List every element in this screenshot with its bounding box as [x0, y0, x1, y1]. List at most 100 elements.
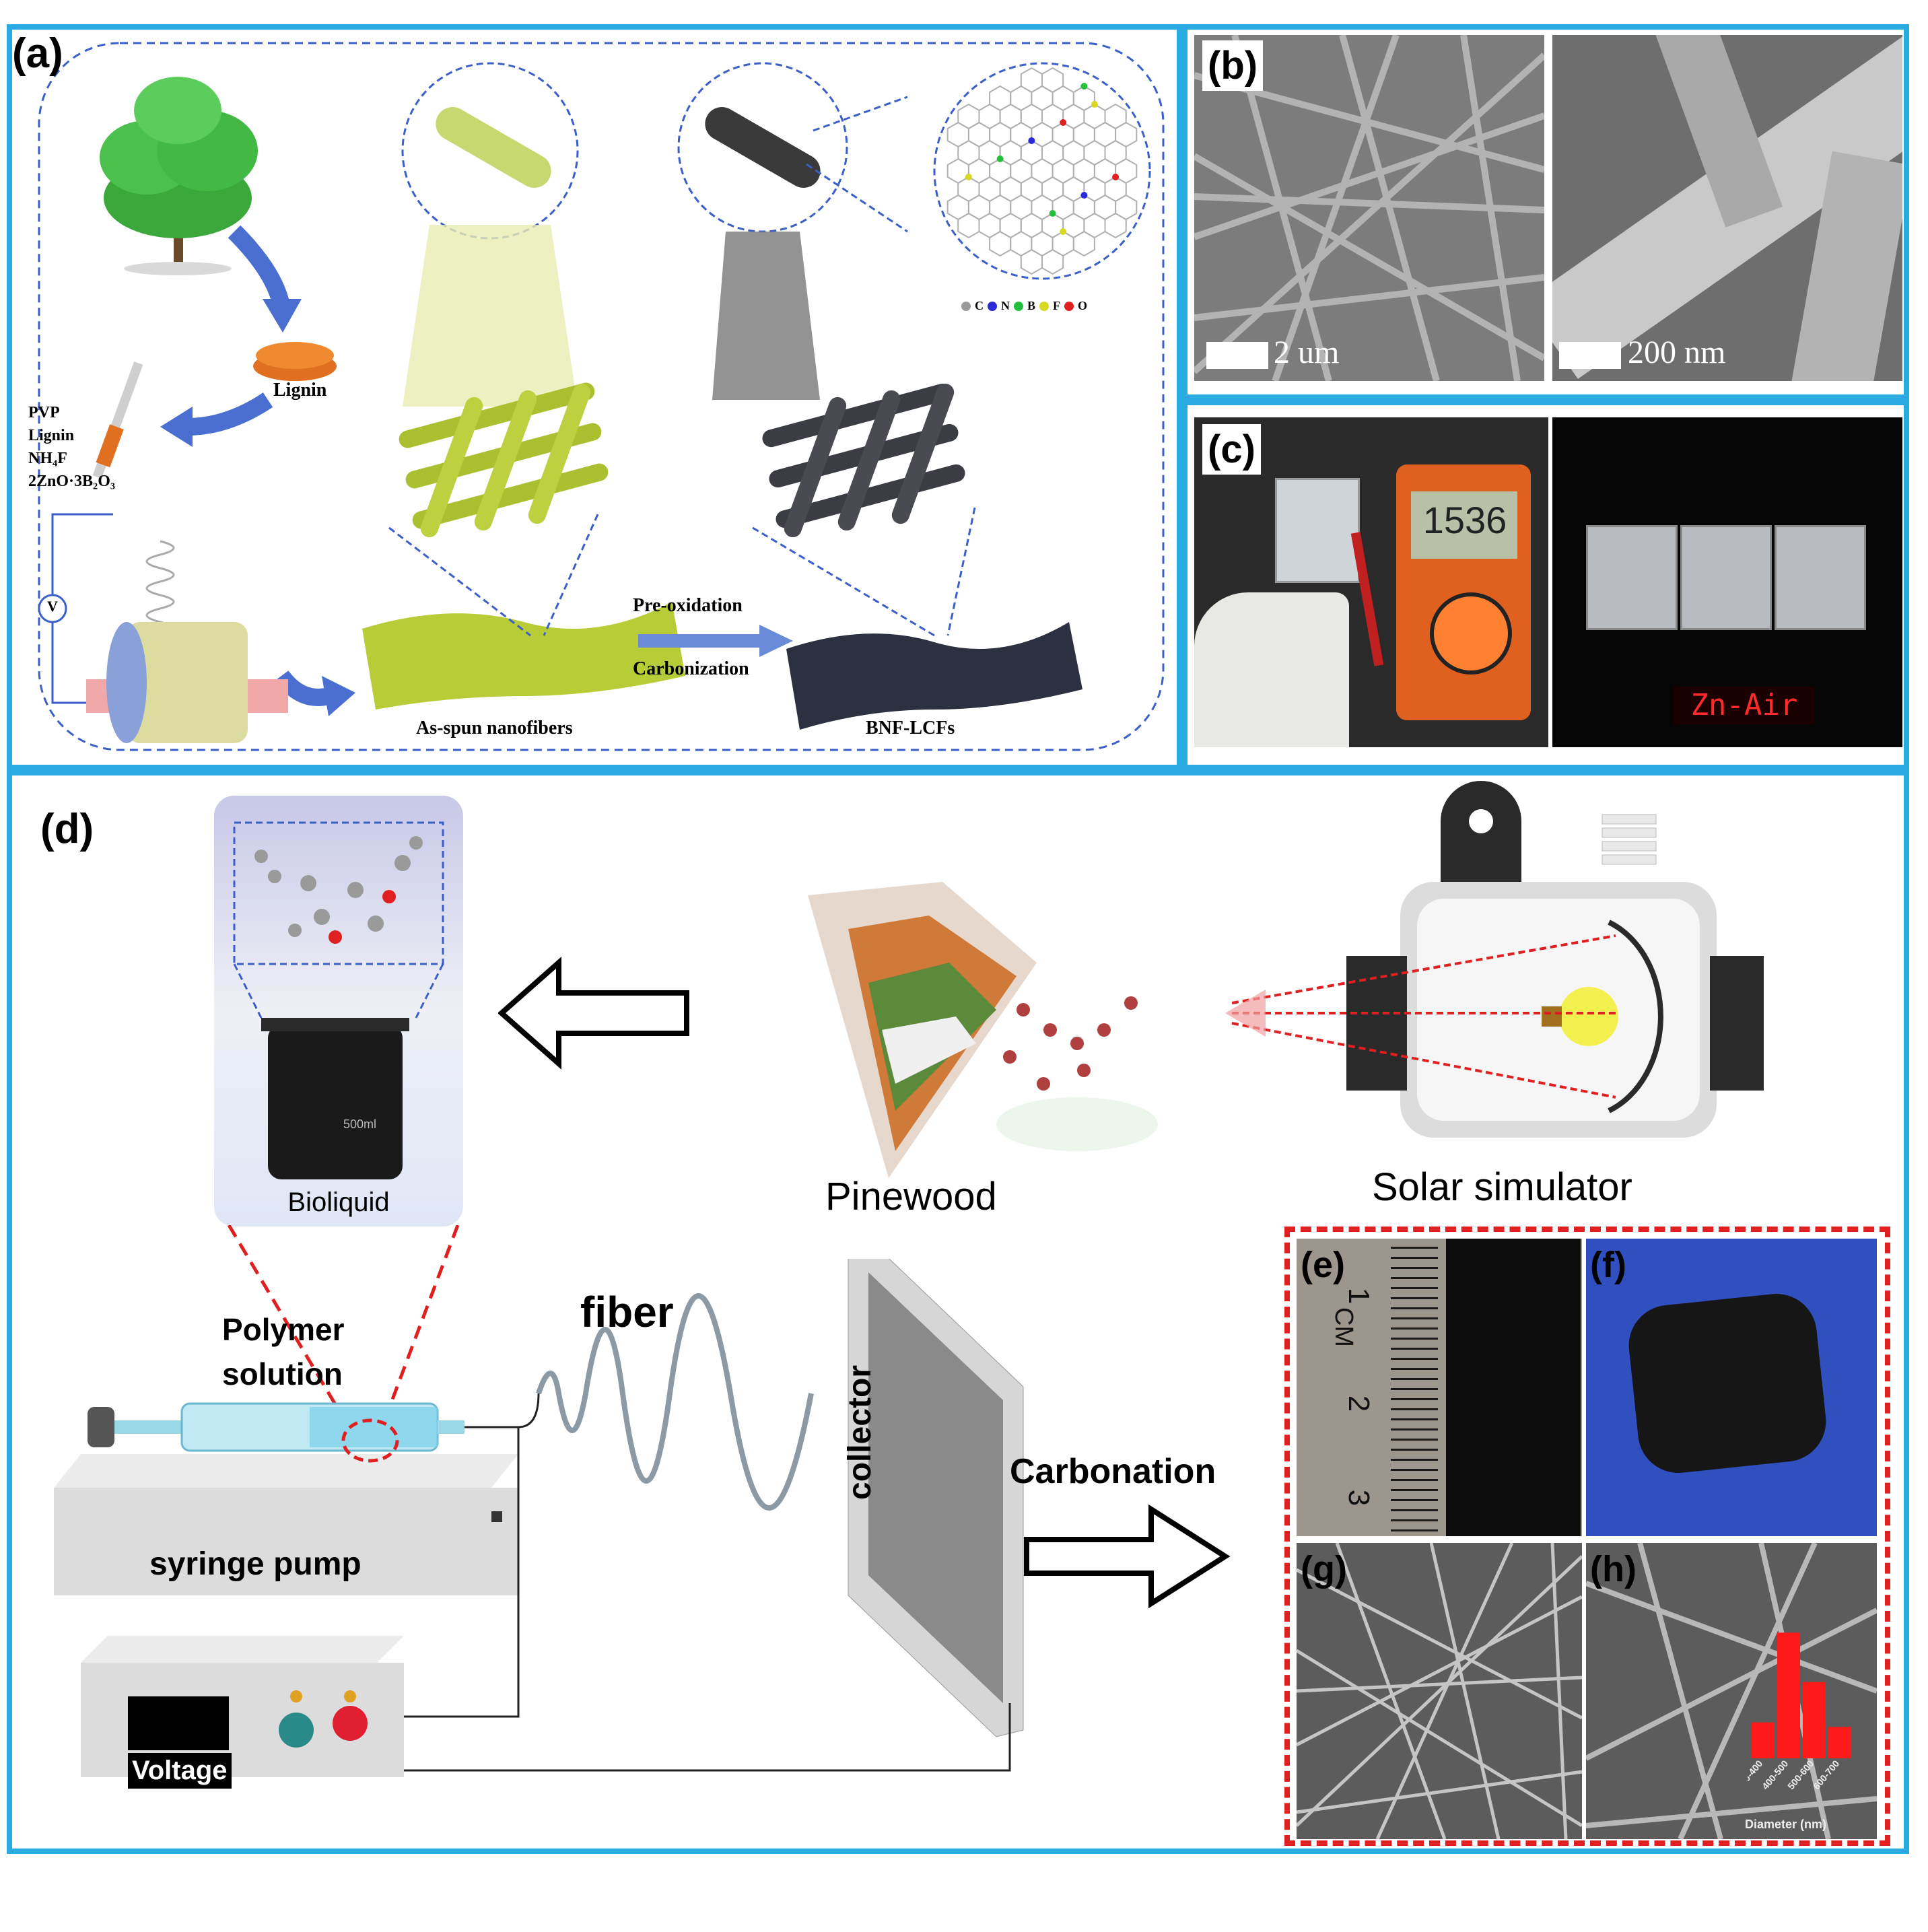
- collector-plate: [848, 1259, 1024, 1737]
- lattice-pattern: [946, 67, 1138, 275]
- voltage-source-icon: [38, 594, 67, 623]
- single-fiber-yellow: [436, 107, 551, 188]
- syringe-icon: [92, 361, 143, 479]
- reagent-pvp: PVP: [28, 404, 60, 421]
- panel-a-drawing: [38, 42, 1165, 751]
- molecule-box: [233, 821, 444, 965]
- voltage-symbol: V: [47, 598, 58, 615]
- carbonization-label: Carbonization: [633, 658, 749, 679]
- process-arrow-head: [759, 625, 793, 657]
- polymer-label: Polymer: [222, 1312, 345, 1347]
- ruler-ticks: [1391, 1239, 1438, 1536]
- reagent-zinc-borate: 2ZnO·3B₂O₃: [28, 473, 116, 490]
- scale-text-high: 200 nm: [1628, 335, 1726, 370]
- frame-c: [1182, 400, 1909, 770]
- legend-f: F: [1053, 299, 1061, 312]
- battery-cell-3: [1775, 525, 1866, 630]
- zoom-circle-syringe: [341, 1418, 399, 1463]
- legend-dot-b: [1014, 301, 1023, 311]
- pinewood-drawing: [808, 882, 1158, 1178]
- battery-cell-2: [1680, 525, 1772, 630]
- frame-a: [7, 24, 1182, 770]
- pinewood-label: Pinewood: [825, 1175, 997, 1218]
- supply-wires: [404, 1582, 1011, 1772]
- syringe-icon-large: [88, 1402, 464, 1463]
- arrow-tree-to-lignin: [228, 225, 290, 308]
- fiber-jet: [536, 1293, 814, 1511]
- arrow-carbonation: [1024, 1504, 1231, 1609]
- voltage-supply-icon: [81, 1636, 404, 1777]
- drum-collector-icon: [86, 622, 288, 743]
- dopant-atom: [1028, 137, 1035, 144]
- legend-dot-o: [1064, 301, 1074, 311]
- panel-g-label: (g): [1301, 1549, 1347, 1589]
- ruler-number-3: 3: [1342, 1489, 1376, 1507]
- knob-teal: [279, 1713, 314, 1748]
- reflector-mirror: [1608, 920, 1663, 1113]
- sem-image-low-mag: [1194, 35, 1544, 381]
- fiber-network-h: [1586, 1543, 1877, 1839]
- single-fiber-black: [705, 107, 821, 188]
- light-rays: [1231, 934, 1616, 1099]
- lignin-powder-icon: [253, 342, 337, 381]
- lamp-handle: [1441, 781, 1521, 889]
- solar-simulator-label: Solar simulator: [1372, 1165, 1632, 1209]
- battery-cell-1: [1586, 525, 1678, 630]
- ruler-photo: CM 1 2 3: [1297, 1239, 1582, 1536]
- arrow-to-bioliquid: [498, 957, 689, 1070]
- ruler-number-1: 1: [1342, 1287, 1376, 1305]
- bioliquid-label: Bioliquid: [287, 1187, 390, 1217]
- beaker-volume-mark: 500ml: [343, 1117, 377, 1131]
- lamp-bulb-icon: [1559, 987, 1618, 1046]
- histogram-x-label: Diameter (nm): [1745, 1818, 1827, 1831]
- dopant-atom: [1060, 119, 1067, 126]
- zoom-beam-right: [712, 232, 820, 400]
- led-display: Zn-Air: [1674, 687, 1815, 724]
- solar-simulator-drawing: [1225, 781, 1764, 1138]
- syringe-pump-icon: [54, 1454, 518, 1595]
- lattice-hexagon: [1072, 230, 1095, 257]
- histogram-bar: [1803, 1682, 1826, 1758]
- lignin-chain-icon: [1003, 996, 1138, 1091]
- zn-air-battery-photo: Zn-Air: [1552, 417, 1902, 747]
- panel-h-label: (h): [1590, 1549, 1637, 1589]
- panel-d-label: (d): [40, 806, 94, 852]
- flexible-film-photo: [1586, 1239, 1877, 1536]
- scale-bar-low: [1206, 342, 1268, 369]
- legend-c: C: [975, 299, 984, 312]
- pre-oxidation-label: Pre-oxidation: [633, 595, 743, 616]
- fiber-network-low: [1194, 35, 1544, 381]
- panel-f-label: (f): [1590, 1245, 1626, 1285]
- frame-b: [1182, 24, 1909, 400]
- lignin-label: Lignin: [273, 380, 327, 401]
- arrow-collector-to-fibers: [274, 670, 331, 706]
- scale-bar-high: [1559, 342, 1621, 369]
- lamp-vents: [1602, 814, 1657, 865]
- panel-c-label: (c): [1202, 424, 1261, 475]
- multimeter-reading: 1536: [1422, 499, 1507, 541]
- electrospinning-setup: [54, 1259, 1024, 1777]
- probe-red: [1350, 532, 1384, 666]
- lignin-molecule-icon: [254, 836, 423, 944]
- as-spun-label: As-spun nanofibers: [416, 718, 573, 738]
- lattice-hexagon: [1041, 248, 1064, 275]
- knob-red: [333, 1706, 368, 1741]
- panel-a: (a) Lignin PVP Lignin NH₄F 2ZnO·3B₂O₃ V …: [12, 30, 1177, 765]
- rolled-carbon-film: [1624, 1290, 1830, 1477]
- multimeter-dial: [1430, 592, 1512, 675]
- ruler-number-2: 2: [1342, 1395, 1376, 1412]
- dopant-atom: [1060, 228, 1067, 235]
- bioliquid-drawing: [233, 821, 444, 1179]
- legend-dot-c: [961, 301, 971, 311]
- electrospinning-jet: [145, 540, 175, 637]
- bnf-lcfs-label: BNF-LCFs: [866, 718, 955, 738]
- as-spun-sheet: [362, 602, 685, 710]
- lamp-side-left: [1346, 956, 1407, 1091]
- solution-label: solution: [222, 1356, 343, 1391]
- dopant-atom: [1080, 83, 1088, 90]
- beaker-icon: [261, 1018, 409, 1179]
- tree-icon: [100, 77, 258, 275]
- dopant-atom: [1091, 101, 1098, 108]
